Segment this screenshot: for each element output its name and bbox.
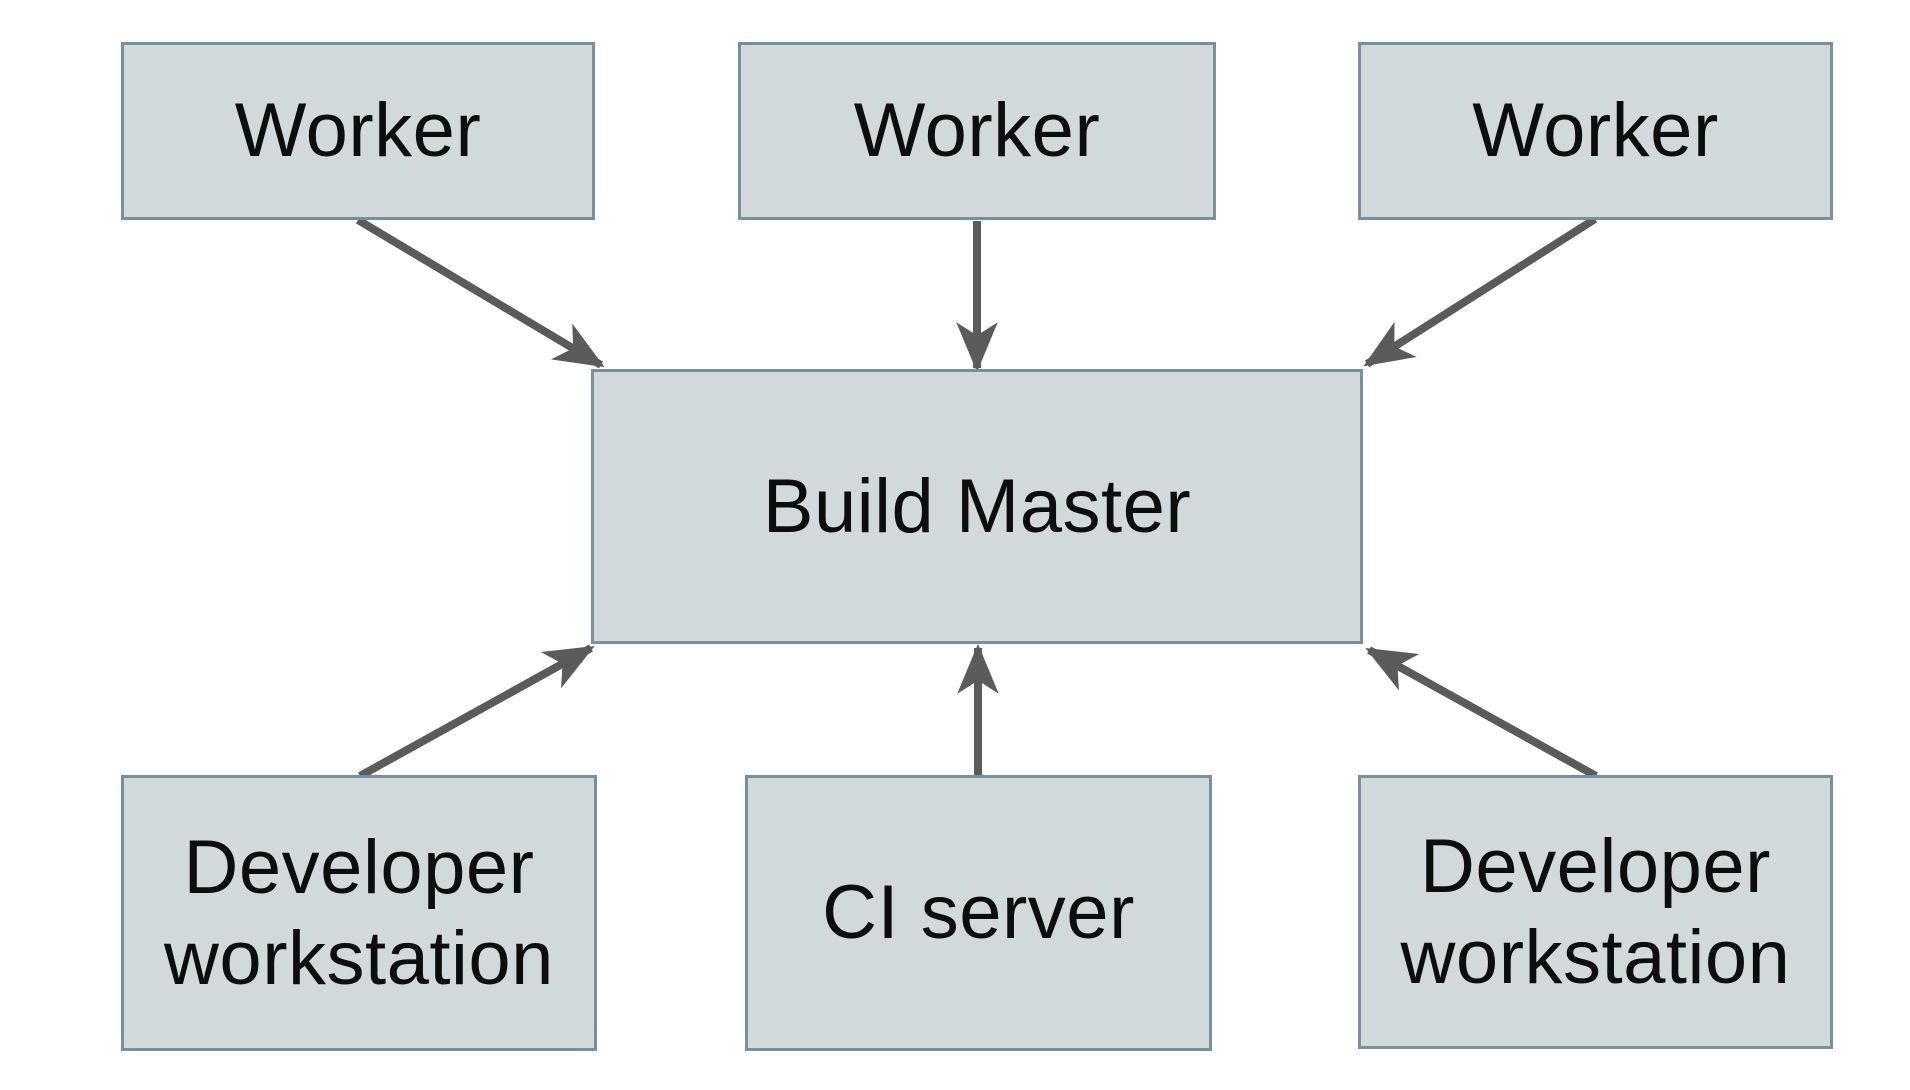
node-worker-left: Worker xyxy=(121,42,595,220)
node-worker-right: Worker xyxy=(1358,42,1833,220)
edge-dev-workstation-right-to-build-master xyxy=(1365,646,1598,780)
edge-worker-right-to-build-master xyxy=(1363,215,1598,368)
node-build-master-label: Build Master xyxy=(762,463,1192,549)
node-worker-center: Worker xyxy=(738,42,1216,220)
node-ci-server: CI server xyxy=(745,775,1212,1051)
node-developer-workstation-left-label: Developer workstation xyxy=(164,824,554,1001)
node-developer-workstation-left: Developer workstation xyxy=(121,775,597,1051)
node-build-master: Build Master xyxy=(591,369,1363,644)
node-ci-server-label: CI server xyxy=(822,870,1135,956)
node-developer-workstation-right-label: Developer workstation xyxy=(1400,823,1791,1000)
edge-worker-left-to-build-master xyxy=(355,216,605,369)
edge-dev-workstation-left-to-build-master xyxy=(358,644,595,780)
node-worker-right-label: Worker xyxy=(1472,88,1719,174)
node-developer-workstation-right: Developer workstation xyxy=(1358,775,1833,1049)
node-worker-center-label: Worker xyxy=(853,88,1101,174)
node-worker-left-label: Worker xyxy=(234,88,482,174)
